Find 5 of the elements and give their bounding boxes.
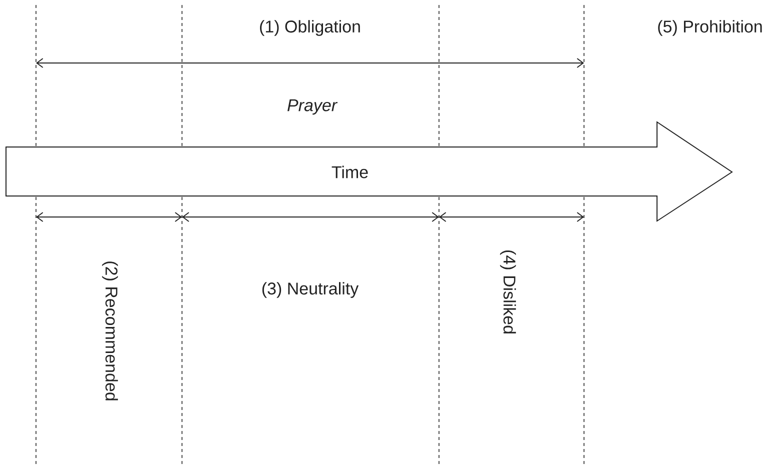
label-text: (3) Neutrality	[262, 282, 359, 298]
label-text: (5) Prohibition	[658, 20, 762, 36]
label-text: (1) Obligation	[260, 20, 360, 36]
label-text: (4) Disliked	[500, 250, 516, 334]
label-text: (2) Recommended	[102, 262, 118, 400]
